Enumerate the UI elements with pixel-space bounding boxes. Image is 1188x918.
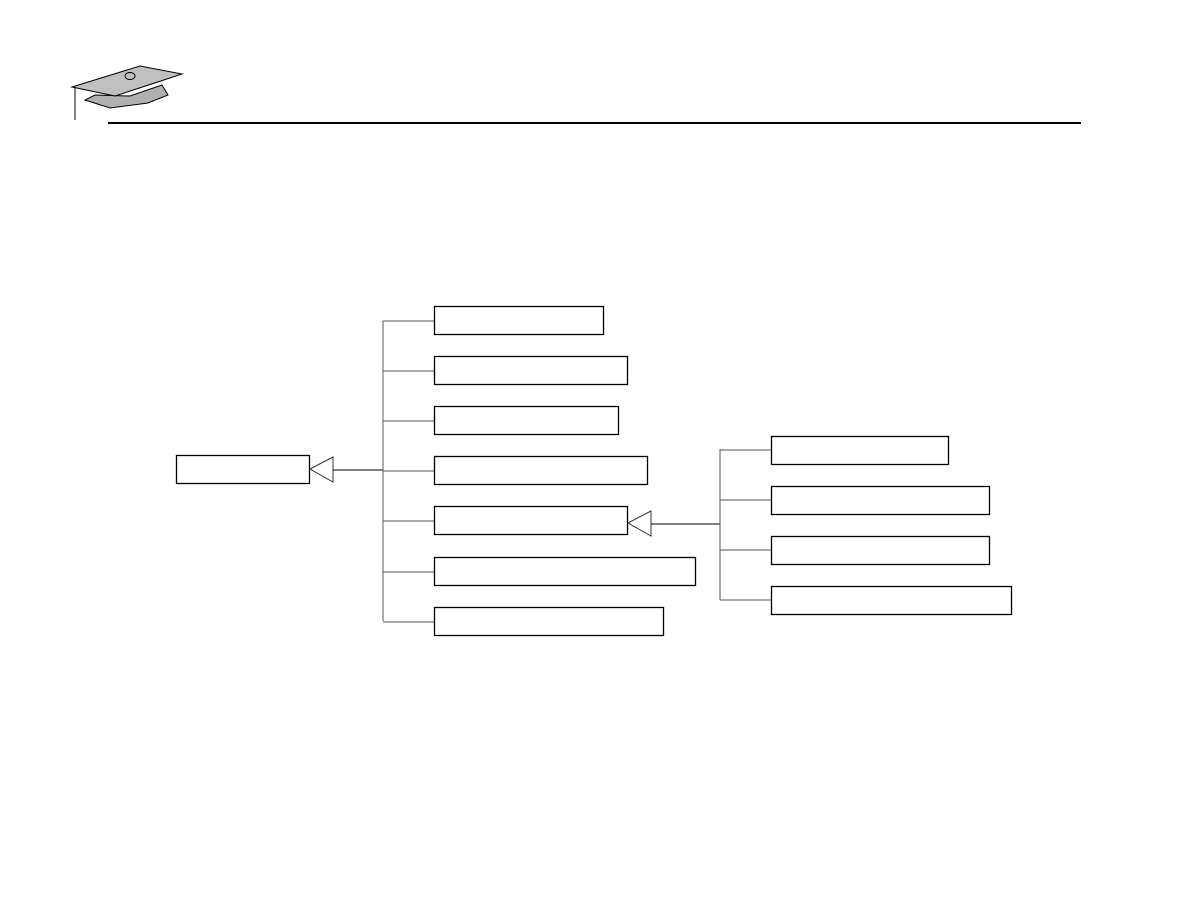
subclass-box <box>433 305 605 336</box>
sub-subclass-box <box>770 585 1013 616</box>
class-diagram <box>175 305 1013 637</box>
sub-subclass-box <box>770 485 991 516</box>
sub-subclass-box <box>770 435 950 466</box>
root-class-box <box>175 454 311 485</box>
subclass-box <box>433 355 629 386</box>
subclass-box <box>433 505 629 536</box>
inheritance-arrow-icon <box>626 510 652 537</box>
subclass-box <box>433 556 697 587</box>
inheritance-arrow-icon <box>308 456 334 483</box>
subclass-box <box>433 606 665 637</box>
graduation-cap-icon <box>70 65 184 120</box>
subclass-box <box>433 405 620 436</box>
subclass-box <box>433 455 649 486</box>
sub-subclass-box <box>770 535 991 566</box>
